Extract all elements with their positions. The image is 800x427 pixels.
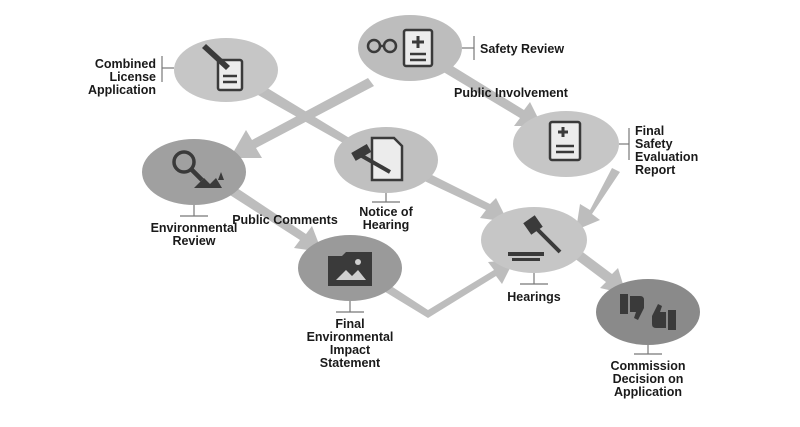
gavel-document-icon xyxy=(351,136,404,182)
pen-document-icon xyxy=(202,44,244,92)
arrow-fser-to-hearings xyxy=(576,168,620,230)
magnifier-landscape-icon xyxy=(172,150,224,188)
label-leaders xyxy=(161,36,662,355)
arrow-hearings-to-decision xyxy=(566,244,626,294)
arrow-safety-to-environmental xyxy=(230,78,374,158)
arrow-env-to-feis xyxy=(222,182,322,252)
label-environmental-review: Environmental Review xyxy=(150,221,238,248)
label-commission-decision: Commission Decision on Application xyxy=(610,359,686,399)
label-public-comments: Public Comments xyxy=(232,213,338,227)
thumbs-up-down-icon xyxy=(620,294,676,330)
label-final-safety-evaluation-report: Final Safety Evaluation Report xyxy=(635,124,699,177)
label-combined-license-application: Combined License Application xyxy=(87,57,156,97)
arrow-notice-to-hearings xyxy=(418,170,508,222)
label-notice-of-hearing: Notice of Hearing xyxy=(359,205,413,232)
flow-arrows xyxy=(222,62,626,318)
arrow-safety-to-fser xyxy=(440,62,542,126)
label-hearings: Hearings xyxy=(507,290,561,304)
medical-document-icon xyxy=(548,120,582,162)
label-public-involvement: Public Involvement xyxy=(454,86,568,100)
ellipse-hearings xyxy=(481,207,587,273)
folder-landscape-icon xyxy=(328,252,372,286)
label-final-environmental-impact-statement: Final Environmental Impact Statement xyxy=(306,317,394,370)
gavel-icon xyxy=(508,215,562,261)
glasses-document-icon xyxy=(366,28,434,68)
ellipse-decision xyxy=(596,279,700,345)
label-safety-review: Safety Review xyxy=(480,42,565,56)
arrow-feis-to-hearings xyxy=(382,260,514,318)
